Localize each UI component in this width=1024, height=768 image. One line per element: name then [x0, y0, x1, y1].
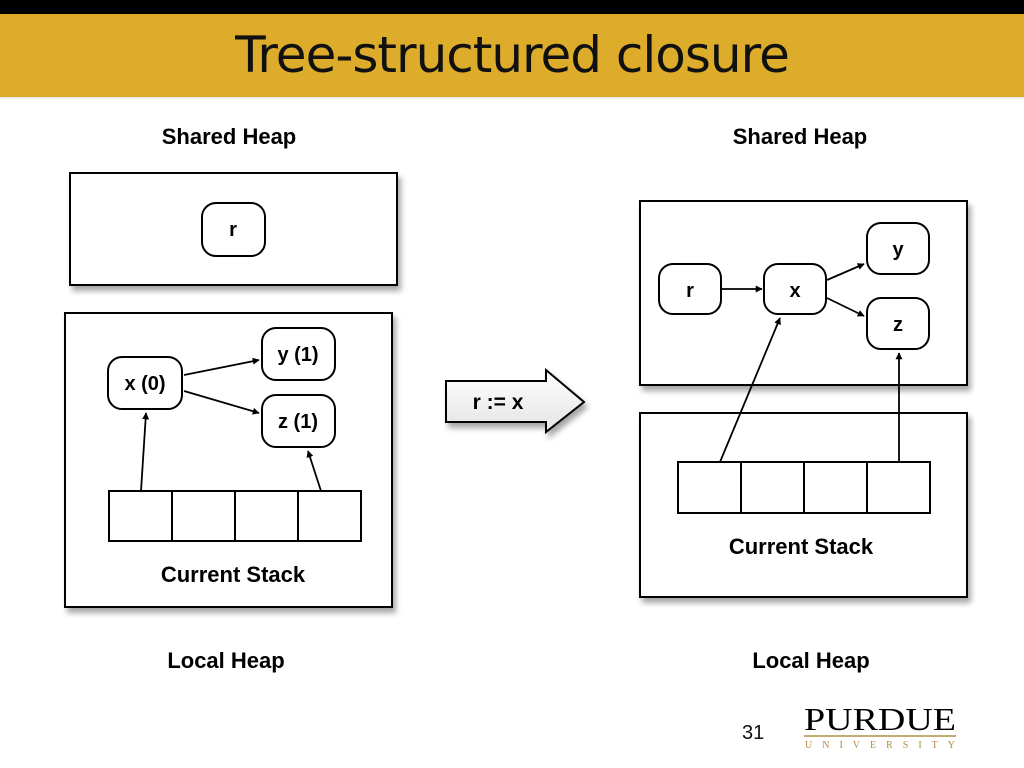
right-edge-stack-x: [719, 317, 781, 463]
left-node-r: [201, 202, 266, 257]
left-shared-heap-label: Shared Heap: [162, 124, 297, 149]
logo-wordmark: PURDUE: [804, 701, 956, 737]
right-node-r-label: r: [686, 280, 694, 302]
left-stack-cell: [234, 490, 299, 542]
left-stack: [108, 490, 362, 542]
right-node-z-label: z: [893, 314, 903, 336]
left-node-y: [261, 327, 336, 381]
left-node-z-label: z (1): [278, 411, 318, 433]
slide-title: Tree-structured closure: [235, 26, 790, 84]
right-shared-heap-label: Shared Heap: [733, 124, 868, 149]
purdue-logo: PURDUE UNIVERSITY: [804, 701, 956, 750]
left-diagram: Shared Heap r x (0) y (1) z (1) Current …: [64, 124, 398, 673]
left-stack-label: Current Stack: [161, 562, 306, 587]
right-stack: [677, 461, 931, 514]
slide-number: 31: [742, 722, 765, 744]
right-node-z: [866, 297, 930, 350]
right-stack-cell: [677, 461, 742, 514]
logo-subtitle: UNIVERSITY: [805, 740, 955, 750]
operation-label: r := x: [473, 391, 524, 414]
left-node-z: [261, 394, 336, 448]
left-node-x: [107, 356, 183, 410]
left-stack-cell: [108, 490, 173, 542]
left-node-r-label: r: [229, 219, 237, 241]
left-edge-stack-x: [140, 412, 150, 492]
right-node-x: [763, 263, 827, 315]
right-node-y-label: y: [892, 239, 904, 261]
left-edge-x-y: [183, 357, 260, 376]
right-stack-cell: [866, 461, 931, 514]
right-edge-x-y: [826, 263, 865, 281]
left-edge-stack-z: [306, 450, 322, 492]
right-node-x-label: x: [789, 280, 800, 302]
closure-diagram: Shared Heap r x (0) y (1) z (1) Current …: [64, 124, 968, 673]
title-bar: Tree-structured closure: [0, 14, 1024, 97]
right-arrow-shape: [445, 367, 586, 435]
right-stack-cell: [740, 461, 805, 514]
left-stack-cell: [297, 490, 362, 542]
left-local-heap-box: [64, 312, 393, 608]
right-edge-x-z: [826, 297, 865, 317]
left-stack-cell: [171, 490, 236, 542]
operation-arrow: r := x: [445, 367, 586, 435]
left-local-heap-label: Local Heap: [167, 648, 284, 673]
right-node-y: [866, 222, 930, 275]
right-stack-cell: [803, 461, 868, 514]
right-diagram: Shared Heap r x y z Current Stack Local …: [639, 124, 968, 673]
left-edge-x-z: [183, 390, 260, 415]
right-local-heap-label: Local Heap: [752, 648, 869, 673]
top-black-bar: [0, 0, 1024, 14]
right-stack-label: Current Stack: [729, 534, 874, 559]
left-node-x-label: x (0): [124, 373, 165, 395]
left-node-y-label: y (1): [277, 344, 318, 366]
